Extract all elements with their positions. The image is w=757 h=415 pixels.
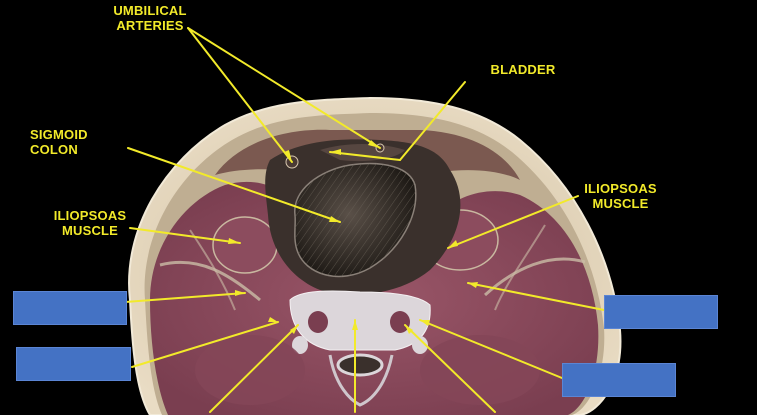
label-umbilical-arteries: UMBILICAL ARTERIES [100,3,200,33]
back-muscle-right [420,335,540,405]
sacrum [289,290,431,351]
sacral-foramen-left [308,311,328,333]
label-sigmoid-line2: COLON [30,142,78,157]
label-iliopsoas-left-line1: ILIOPSOAS [53,208,127,223]
sacral-canal [336,353,384,377]
label-bladder: BLADDER [478,62,568,77]
label-iliopsoas-right: ILIOPSOAS MUSCLE [568,181,673,211]
label-iliopsoas-left-line2: MUSCLE [61,223,119,238]
answer-box-left-upper [13,291,127,325]
answer-box-right-upper [604,295,718,329]
answer-box-left-lower [16,347,131,381]
back-muscle-left [195,335,305,405]
sacral-foramen-right [390,311,410,333]
label-iliopsoas-left: ILIOPSOAS MUSCLE [40,208,140,238]
label-umbilical-line1: UMBILICAL [113,3,187,18]
label-sigmoid-colon: SIGMOID COLON [30,127,100,157]
left-iliopsoas [212,216,278,274]
label-iliopsoas-right-line2: MUSCLE [592,196,649,211]
answer-box-right-lower [562,363,676,397]
label-umbilical-line2: ARTERIES [116,18,184,33]
label-bladder-text: BLADDER [490,62,556,77]
label-iliopsoas-right-line1: ILIOPSOAS [584,181,657,196]
label-sigmoid-line1: SIGMOID [30,127,88,142]
umbilical-artery-left [285,155,299,169]
umbilical-artery-right [375,143,385,153]
